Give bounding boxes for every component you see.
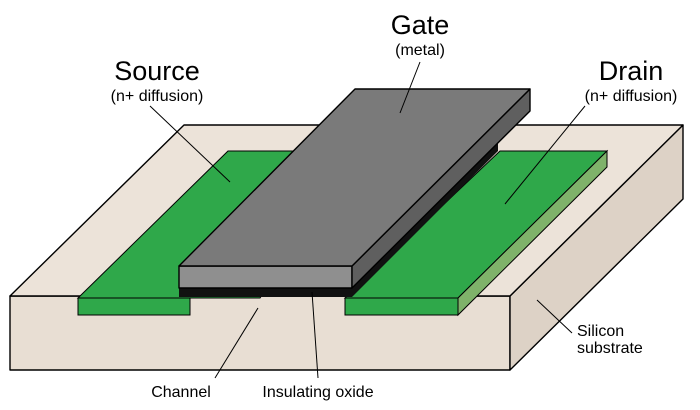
oxide-leader <box>311 291 319 379</box>
leader-lines <box>149 61 586 379</box>
gate-sublabel: (metal) <box>395 42 445 59</box>
drain-label: Drain <box>599 56 664 86</box>
oxide-front <box>179 288 352 297</box>
drain-diffusion-front <box>344 297 459 316</box>
source-label: Source <box>114 56 200 86</box>
labels: Gate (metal) Source (n+ diffusion) Drain… <box>111 10 678 401</box>
oxide-side <box>352 142 498 297</box>
gate-leader <box>399 61 421 114</box>
silicon-label: Silicon <box>577 323 624 340</box>
channel-leader <box>214 307 259 379</box>
gate-front-face <box>178 265 353 289</box>
channel-label: Channel <box>151 384 211 401</box>
gate-top-face <box>178 88 531 267</box>
source-sublabel: (n+ diffusion) <box>111 88 204 105</box>
insulating-oxide-layer <box>179 142 498 297</box>
substrate-leader <box>536 299 573 334</box>
insulating-oxide-label: Insulating oxide <box>262 384 373 401</box>
drain-sublabel: (n+ diffusion) <box>585 88 678 105</box>
source-diffusion-front <box>77 297 191 316</box>
substrate-label: substrate <box>577 340 643 357</box>
metal-gate <box>178 88 531 289</box>
drain-diffusion-side <box>457 149 608 317</box>
drain-leader <box>504 105 586 205</box>
source-leader <box>149 105 231 183</box>
gate-label: Gate <box>391 10 450 40</box>
